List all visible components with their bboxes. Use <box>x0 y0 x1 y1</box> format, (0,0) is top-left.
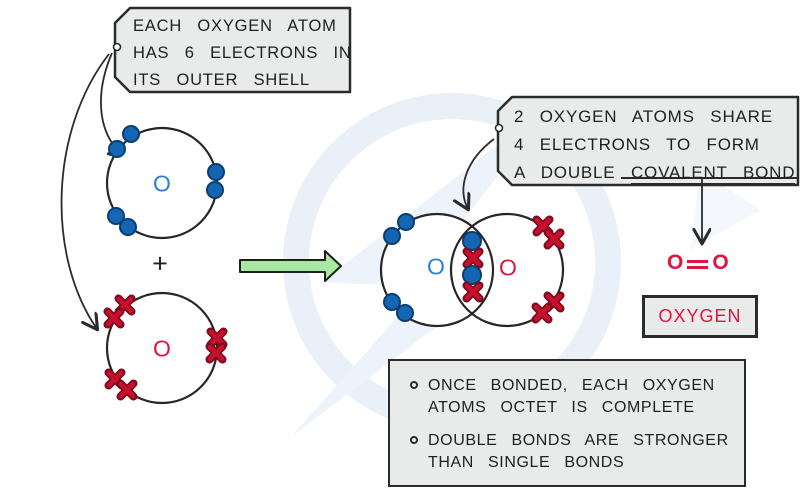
oxygen-label-box: OXYGEN <box>642 295 758 338</box>
molecule-left-symbol: O <box>427 253 445 280</box>
electron-cross <box>210 347 223 360</box>
note-box-share <box>494 95 800 187</box>
reactant-atom-1-shell <box>105 125 225 240</box>
summary-item2-line1: DOUBLE BONDS ARE STRONGER <box>428 432 729 449</box>
reactant-atom-1-symbol: O <box>153 170 171 197</box>
electron-dot <box>207 163 225 181</box>
molecule-right-symbol: O <box>499 254 517 281</box>
tag-hole-icon <box>112 42 122 52</box>
tag-hole-icon <box>494 123 504 133</box>
note-share-line1: 2 OXYGEN ATOMS SHARE <box>514 107 773 126</box>
summary-item1-line2: ATOMS OCTET IS COMPLETE <box>428 399 695 416</box>
double-bond-formula: O O <box>667 251 729 275</box>
electron-cross <box>467 286 480 299</box>
electron-dot <box>396 304 414 322</box>
note-share-line3: A DOUBLE COVALENT BOND <box>514 159 796 187</box>
electron-cross <box>548 233 561 246</box>
double-bond-icon <box>687 259 709 269</box>
electron-dot <box>383 293 401 311</box>
bullet-icon <box>410 436 418 444</box>
note-share: 2 OXYGEN ATOMS SHARE 4 ELECTRONS TO FORM… <box>514 103 796 187</box>
electron-dot <box>108 140 126 158</box>
summary-item: DOUBLE BONDS ARE STRONGER THAN SINGLE BO… <box>410 430 729 474</box>
summary-item2-line2: THAN SINGLE BONDS <box>428 454 625 471</box>
reactant-atom-2-symbol: O <box>153 335 171 362</box>
oxygen-label: OXYGEN <box>658 306 742 326</box>
molecule-shells <box>379 212 565 328</box>
electron-cross <box>121 384 134 397</box>
plus-sign: + <box>152 248 168 279</box>
electron-dot <box>119 218 137 236</box>
molecule-right-shell <box>449 212 565 328</box>
shared-electron-pairs <box>462 231 482 299</box>
electron-cross <box>211 332 224 345</box>
bullet-icon <box>410 381 418 389</box>
electron-dot <box>397 213 415 231</box>
covalent-bond-underlined: COVALENT BOND <box>630 163 796 185</box>
electron-dot <box>206 181 224 199</box>
summary-item1-line1: ONCE BONDED, EACH OXYGEN <box>428 377 715 394</box>
electron-dot <box>122 125 140 143</box>
electron-dot <box>462 231 482 251</box>
note-electrons-line3: ITS OUTER SHELL <box>133 71 310 89</box>
electron-cross <box>536 307 549 320</box>
note-share-line3-prefix: A DOUBLE <box>514 163 616 182</box>
pointer-arrow-to-bond <box>463 138 495 209</box>
formula-right-o: O <box>712 251 729 274</box>
reactant-atom-2-shell <box>107 291 224 405</box>
note-electrons-line2: HAS 6 ELECTRONS IN <box>133 44 352 62</box>
pointer-arrow-to-atom2 <box>60 53 110 329</box>
note-electrons: EACH OXYGEN ATOM HAS 6 ELECTRONS IN ITS … <box>133 13 352 94</box>
molecule-left-shell <box>379 212 495 328</box>
note-electrons-line1: EACH OXYGEN ATOM <box>133 17 337 35</box>
electron-cross <box>108 312 121 325</box>
electron-dot <box>383 227 401 245</box>
electron-cross <box>467 252 480 265</box>
summary-item: ONCE BONDED, EACH OXYGEN ATOMS OCTET IS … <box>410 375 715 419</box>
reaction-arrow <box>239 250 342 282</box>
electron-dot <box>462 265 482 285</box>
formula-left-o: O <box>667 251 684 274</box>
summary-note-box: ONCE BONDED, EACH OXYGEN ATOMS OCTET IS … <box>388 359 746 487</box>
note-box-electrons <box>112 6 352 94</box>
note-share-line2: 4 ELECTRONS TO FORM <box>514 135 760 154</box>
